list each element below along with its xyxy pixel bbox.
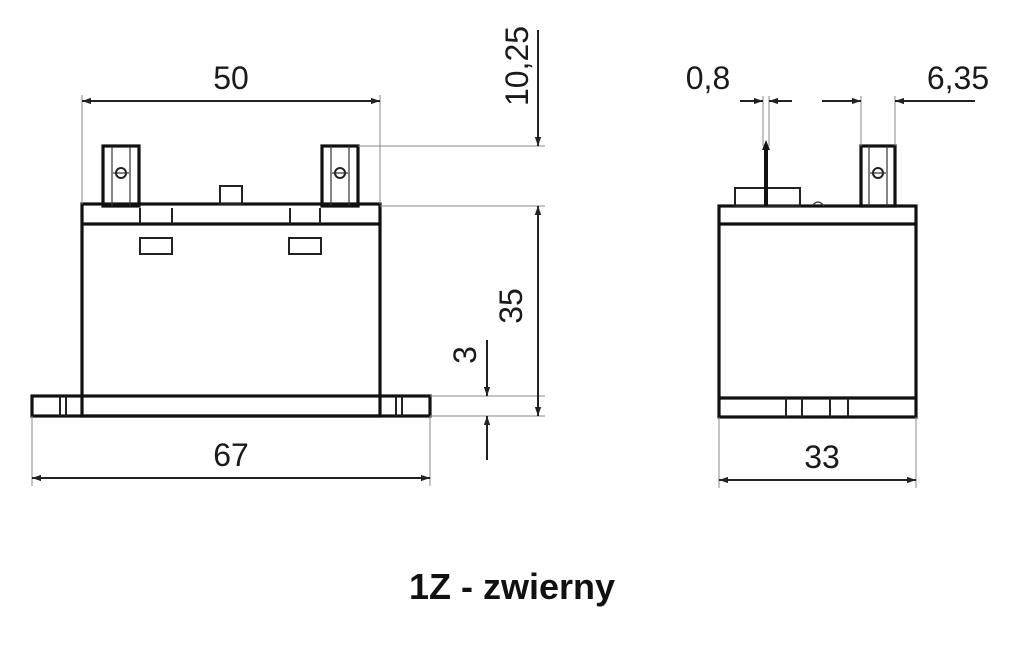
front-slot-right	[288, 237, 322, 255]
front-height-body-label: 35	[493, 288, 529, 324]
front-relay-body	[80, 202, 382, 418]
side-relay-body	[717, 204, 918, 419]
side-pin-thickness-label: 0,8	[686, 60, 730, 96]
side-tab-width-label: 6,35	[927, 60, 989, 96]
front-flange-thickness-label: 3	[447, 346, 483, 364]
front-terminal-left	[101, 144, 141, 208]
side-tab-terminal	[859, 144, 897, 208]
front-terminal-right	[320, 144, 360, 208]
front-width-base-label: 67	[213, 437, 249, 473]
side-view: 0,8 6,35 33	[686, 60, 989, 488]
front-base-flange	[30, 394, 432, 418]
front-view: 50 67 10,25 35 3	[30, 26, 545, 486]
front-height-terminal-label: 10,25	[499, 26, 535, 106]
front-slot-left	[139, 237, 173, 255]
front-width-top-label: 50	[213, 60, 249, 96]
drawing-caption: 1Z - zwierny	[408, 566, 616, 607]
side-depth-label: 33	[804, 439, 840, 475]
front-top-bump	[219, 185, 243, 205]
